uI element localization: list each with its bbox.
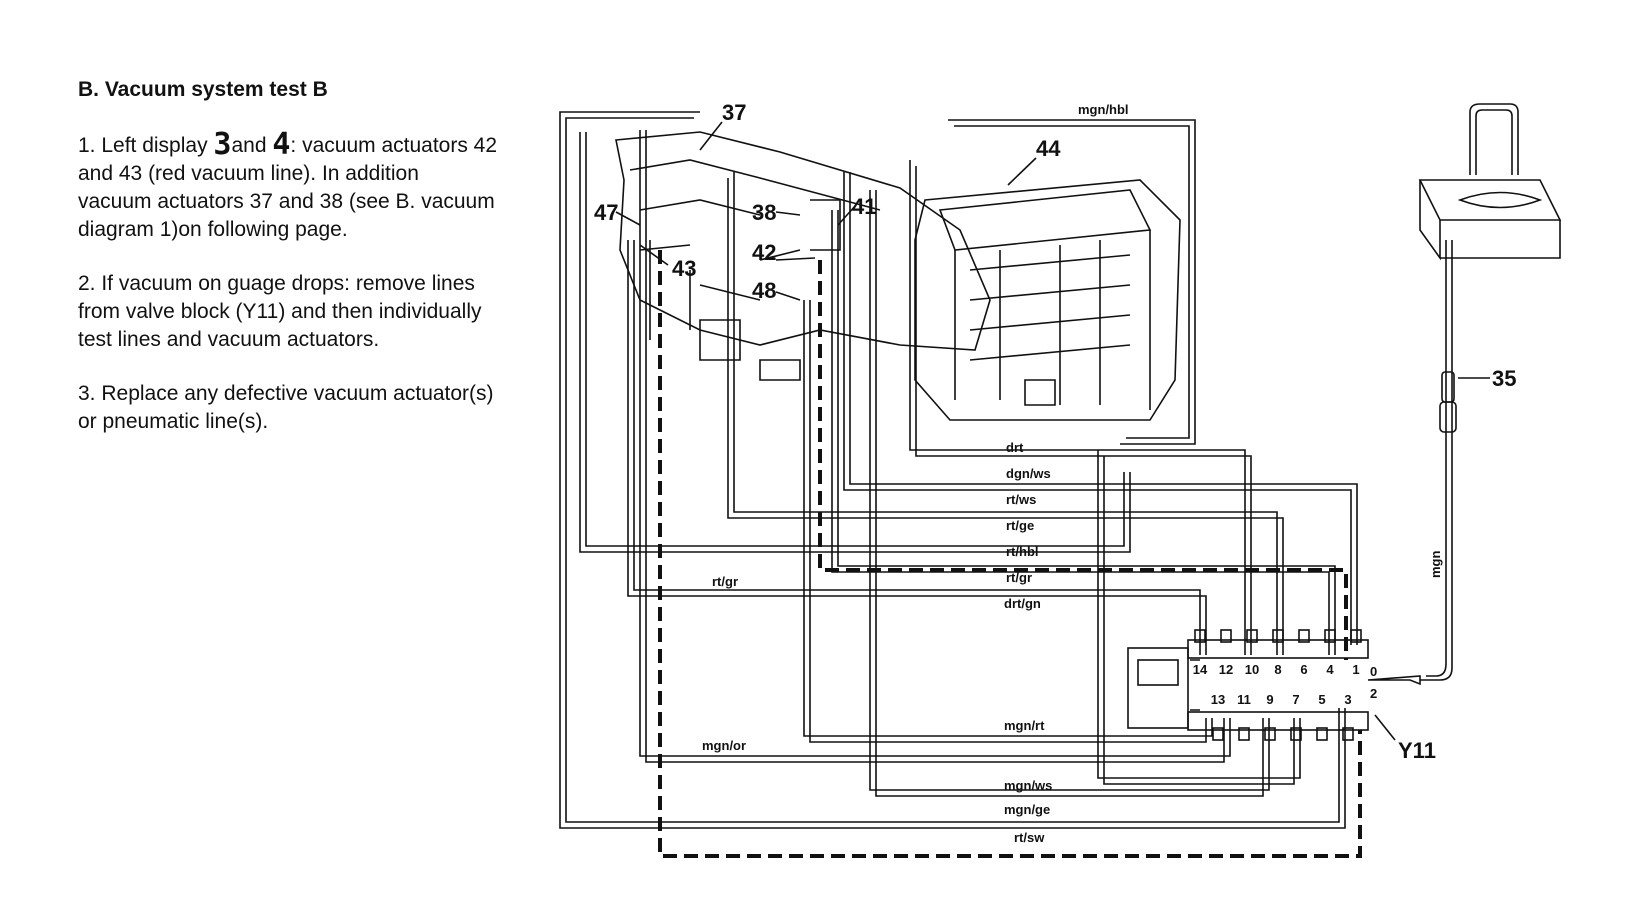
label-42: 42	[752, 240, 776, 265]
wire-label-rt-hbl: rt/hbl	[1006, 544, 1039, 559]
step-1-rest: : vacuum actuators 42 and 43 (red vacuum…	[78, 134, 498, 241]
valve-port-label: 1	[1352, 662, 1359, 677]
display-digit-3: 3	[213, 127, 232, 162]
step-2: 2. If vacuum on guage drops: remove line…	[78, 272, 482, 351]
label-41: 41	[852, 194, 876, 219]
display-digit-4: 4	[272, 127, 291, 162]
step-3: 3. Replace any defective vacuum actuator…	[78, 382, 494, 433]
label-37: 37	[722, 100, 746, 125]
valve-port-nipple	[1194, 629, 1206, 643]
valve-port-nipple	[1350, 629, 1362, 643]
valve-ports-top: 14 12 10 8 6 4 1	[1193, 629, 1362, 677]
valve-port-nipple	[1316, 727, 1328, 741]
step-1: 1. Left display 3and 4: vacuum actuators…	[78, 130, 498, 244]
valve-port-nipple	[1220, 629, 1232, 643]
label-48: 48	[752, 278, 776, 303]
wire-label-rt-ge: rt/ge	[1006, 518, 1034, 533]
valve-port-nipple	[1264, 727, 1276, 741]
valve-port-nipple	[1290, 727, 1302, 741]
wire-label-rt-gr-left: rt/gr	[712, 574, 738, 589]
valve-port-nipple	[1212, 727, 1224, 741]
valve-port-nipple	[1238, 727, 1250, 741]
valve-port-nipple	[1298, 629, 1310, 643]
label-43: 43	[672, 256, 696, 281]
valve-port-label: 3	[1344, 692, 1351, 707]
label-38: 38	[752, 200, 776, 225]
label-44: 44	[1036, 136, 1061, 161]
valve-port-label: 12	[1219, 662, 1233, 677]
instructions-panel: B. Vacuum system test B 1. Left display …	[78, 78, 498, 462]
valve-port-label: 11	[1237, 692, 1251, 707]
valve-port-nipple	[1272, 629, 1284, 643]
valve-port-label: 5	[1318, 692, 1325, 707]
step-1-prefix: 1. Left display	[78, 134, 214, 157]
valve-port-0: 0	[1370, 664, 1377, 679]
section-title: B. Vacuum system test B	[78, 78, 328, 101]
wire-label-mgn: mgn	[1428, 551, 1443, 579]
label-35: 35	[1492, 366, 1516, 391]
valve-port-label: 4	[1326, 662, 1334, 677]
label-y11: Y11	[1398, 738, 1436, 763]
valve-port-nipple	[1342, 727, 1354, 741]
label-47: 47	[594, 200, 618, 225]
wire-label-mgn-hbl: mgn/hbl	[1078, 102, 1129, 117]
valve-port-label: 10	[1245, 662, 1259, 677]
valve-port-label: 6	[1300, 662, 1307, 677]
wire-label-drt-gn: drt/gn	[1004, 596, 1041, 611]
valve-port-label: 9	[1266, 692, 1273, 707]
valve-port-2: 2	[1370, 686, 1377, 701]
wire-label-rt-ws: rt/ws	[1006, 492, 1036, 507]
wire-label-mgn-ge: mgn/ge	[1004, 802, 1050, 817]
valve-port-label: 7	[1292, 692, 1299, 707]
valve-port-label: 8	[1274, 662, 1281, 677]
valve-port-label: 13	[1211, 692, 1225, 707]
wire-label-drt: drt	[1006, 440, 1024, 455]
wire-label-rt-sw: rt/sw	[1014, 830, 1045, 845]
wire-label-dgn-ws: dgn/ws	[1006, 466, 1051, 481]
valve-port-label: 14	[1193, 662, 1208, 677]
wire-label-rt-gr: rt/gr	[1006, 570, 1032, 585]
wire-label-mgn-rt: mgn/rt	[1004, 718, 1045, 733]
valve-port-nipple	[1324, 629, 1336, 643]
wire-label-mgn-or: mgn/or	[702, 738, 746, 753]
valve-ports-bottom: 13 11 9 7 5 3	[1211, 692, 1354, 741]
step-1-and: and	[231, 134, 273, 157]
wire-label-mgn-ws: mgn/ws	[1004, 778, 1052, 793]
valve-port-nipple	[1246, 629, 1258, 643]
